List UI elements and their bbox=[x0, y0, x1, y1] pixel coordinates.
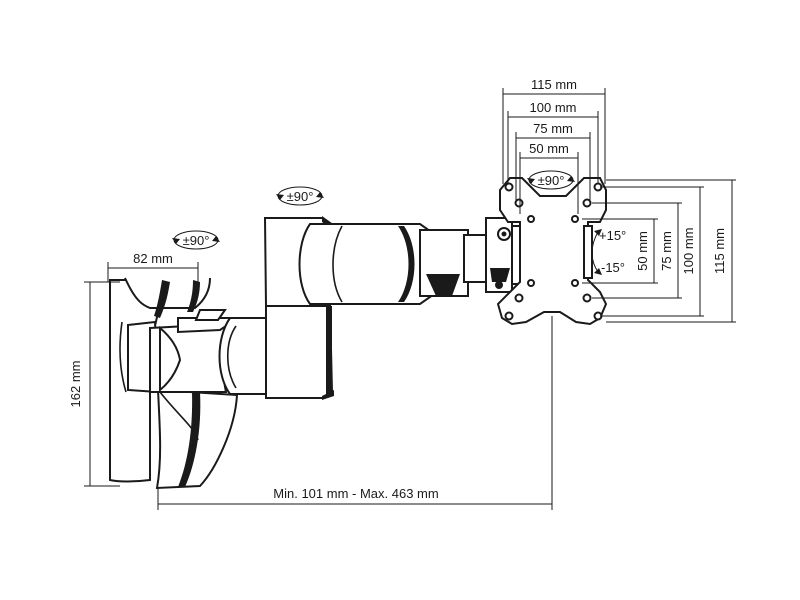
wall-plate bbox=[109, 277, 239, 490]
tilt-arc bbox=[591, 229, 602, 275]
vesa-h-50-label: 50 mm bbox=[529, 141, 569, 156]
vesa-v-50-label: 50 mm bbox=[635, 231, 650, 271]
tilt-up-label: +15° bbox=[599, 228, 626, 243]
vesa-v-75-label: 75 mm bbox=[659, 231, 674, 271]
vesa-v-100-label: 100 mm bbox=[681, 228, 696, 275]
tilt-down-label: -15° bbox=[601, 260, 625, 275]
rotation-symbol-plate bbox=[527, 170, 575, 190]
arm-swivel-label: ±90° bbox=[287, 189, 314, 204]
depth-label: 82 mm bbox=[133, 251, 173, 266]
vesa-h-115-label: 115 mm bbox=[531, 77, 577, 92]
extension-label: Min. 101 mm - Max. 463 mm bbox=[273, 486, 438, 501]
vesa-plate bbox=[496, 177, 608, 326]
rotation-symbol-arm bbox=[276, 186, 324, 206]
tilt-bracket bbox=[485, 217, 523, 293]
dimension-lines bbox=[84, 88, 736, 510]
vesa-h-100-label: 100 mm bbox=[530, 100, 577, 115]
first-arm bbox=[149, 309, 269, 395]
rotation-symbol-wall bbox=[172, 230, 220, 250]
wall-swivel-label: ±90° bbox=[183, 233, 210, 248]
vesa-h-75-label: 75 mm bbox=[533, 121, 573, 136]
vesa-v-115-label: 115 mm bbox=[712, 228, 727, 274]
second-arm bbox=[298, 223, 495, 305]
height-label: 162 mm bbox=[68, 361, 83, 408]
plate-rotate-label: ±90° bbox=[538, 173, 565, 188]
